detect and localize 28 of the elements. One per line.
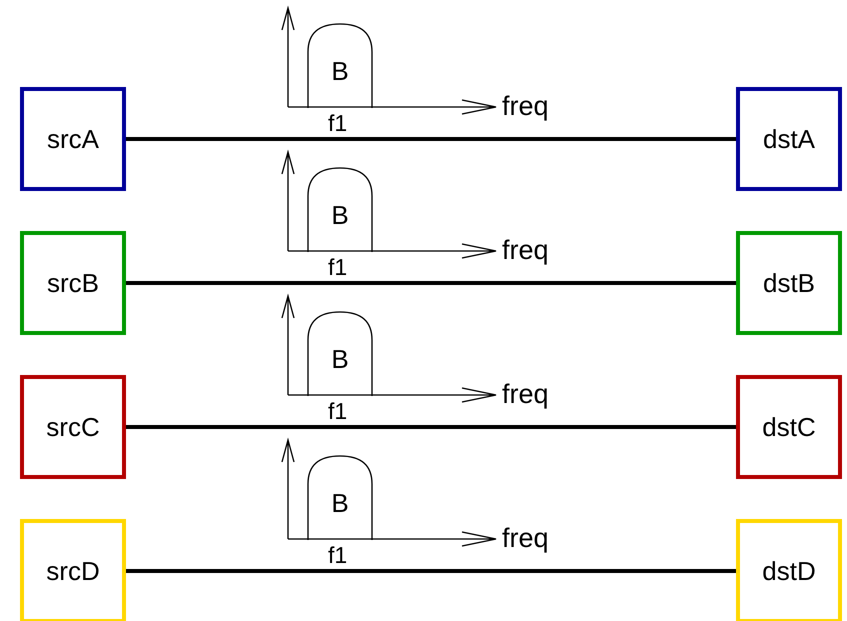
connector-line <box>126 281 736 285</box>
source-box: srcB <box>20 231 126 335</box>
destination-box: dstC <box>736 375 842 479</box>
frequency-label: f1 <box>328 398 348 425</box>
frequency-label: f1 <box>328 254 348 281</box>
connector-line <box>126 137 736 141</box>
band-label: B <box>330 56 350 87</box>
signal-band <box>306 22 374 108</box>
destination-box: dstB <box>736 231 842 335</box>
frequency-label: f1 <box>328 110 348 137</box>
band-label: B <box>330 200 350 231</box>
band-label: B <box>330 344 350 375</box>
source-box: srcA <box>20 87 126 191</box>
band-label: B <box>330 488 350 519</box>
axis-label: freq <box>502 379 549 410</box>
axis-label: freq <box>502 235 549 266</box>
signal-band <box>306 310 374 396</box>
axis-label: freq <box>502 91 549 122</box>
signal-band <box>306 454 374 540</box>
destination-box: dstD <box>736 519 842 621</box>
connector-line <box>126 569 736 573</box>
axis-label: freq <box>502 523 549 554</box>
source-box: srcC <box>20 375 126 479</box>
source-box: srcD <box>20 519 126 621</box>
connector-line <box>126 425 736 429</box>
signal-band <box>306 166 374 252</box>
destination-box: dstA <box>736 87 842 191</box>
frequency-label: f1 <box>328 542 348 569</box>
